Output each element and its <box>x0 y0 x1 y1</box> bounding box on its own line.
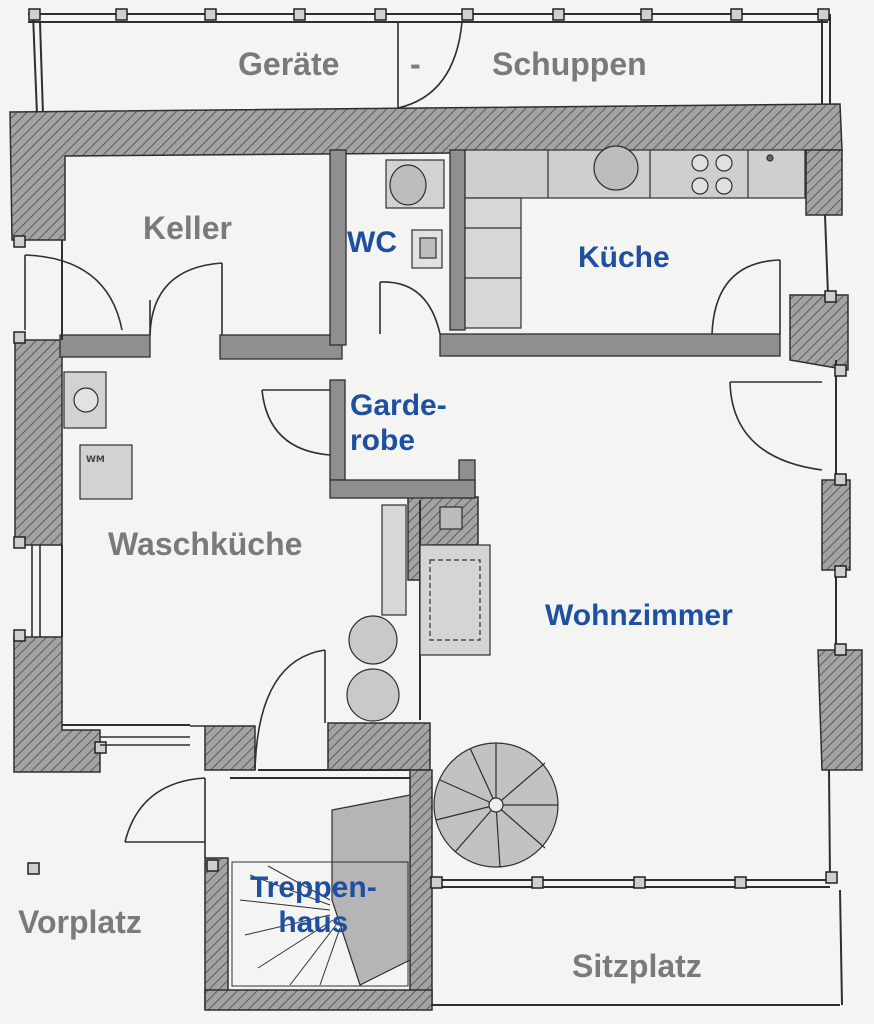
interior-walls <box>59 149 781 499</box>
doors <box>24 254 823 858</box>
room-label-schuppen: Schuppen <box>492 46 647 82</box>
kitchen-counter <box>464 145 806 329</box>
room-label-kueche: Küche <box>578 241 670 274</box>
spiral-staircase <box>433 742 559 868</box>
stairwell <box>231 794 411 987</box>
washing-machine-label: WM <box>86 455 105 465</box>
fireplace <box>419 506 491 656</box>
shed-outline <box>28 13 831 116</box>
room-label-dash: - <box>410 46 421 82</box>
room-label-sitzplatz: Sitzplatz <box>572 948 702 984</box>
treppenhaus-line-1: Treppen- <box>250 871 377 904</box>
room-label-wohnzimmer: Wohnzimmer <box>545 599 733 632</box>
room-label-garderobe: Garde- robe <box>350 388 447 459</box>
posts <box>13 235 847 889</box>
shed-door <box>397 21 463 109</box>
room-label-treppenhaus: Treppen- haus <box>250 870 377 941</box>
laundry-fixtures <box>63 371 407 722</box>
wc-fixtures <box>385 159 445 269</box>
room-label-vorplatz: Vorplatz <box>18 904 142 940</box>
garderobe-line-1: Garde- <box>350 389 447 422</box>
room-label-wc: WC <box>347 226 397 259</box>
outer-walls <box>9 103 863 1011</box>
room-label-waschkueche: Waschküche <box>108 526 303 562</box>
room-label-keller: Keller <box>143 210 232 246</box>
room-label-geraete: Geräte <box>238 46 340 82</box>
shed-posts <box>28 8 830 21</box>
treppenhaus-line-2: haus <box>278 906 349 940</box>
garderobe-line-2: robe <box>350 424 416 458</box>
